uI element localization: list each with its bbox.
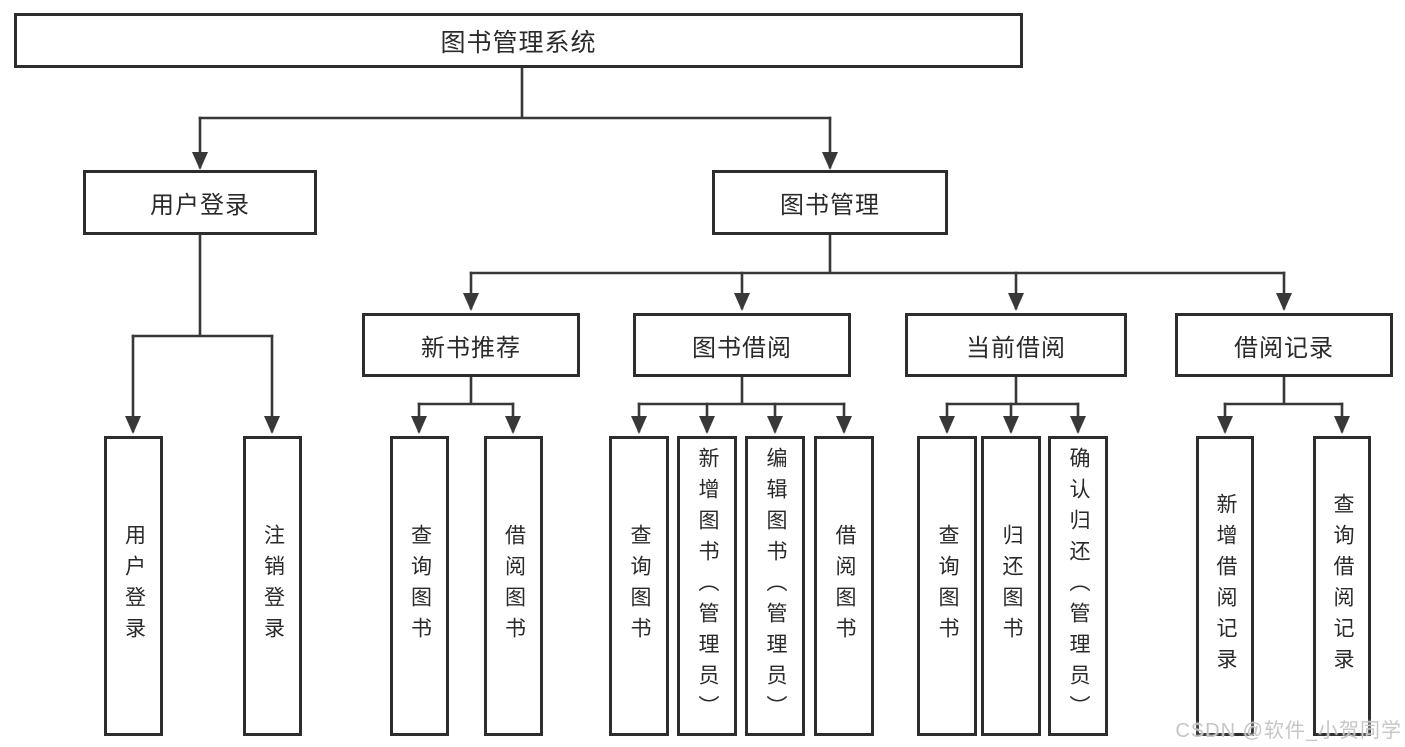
leaf-edit-books-admin: 编辑图书（管理员）	[745, 436, 805, 736]
leaf-query-books-borrow: 查询图书	[609, 436, 669, 736]
node-new-book-recommendation: 新书推荐	[362, 313, 580, 377]
node-label: 借阅图书	[502, 524, 526, 648]
node-label: 当前借阅	[966, 334, 1066, 362]
leaf-query-books-current: 查询图书	[917, 436, 977, 736]
leaf-add-books-admin: 新增图书（管理员）	[677, 436, 737, 736]
node-label: 查询图书	[936, 524, 960, 648]
node-label: 新增借阅记录	[1214, 493, 1238, 679]
node-label: 新书推荐	[421, 334, 521, 362]
node-label: 查询图书	[628, 524, 652, 648]
node-label: 借阅图书	[833, 524, 857, 648]
node-label: 图书管理系统	[440, 28, 597, 57]
leaf-logout: 注销登录	[243, 436, 302, 736]
node-label: 确认归还（管理员）	[1067, 446, 1091, 726]
node-label: 编辑图书（管理员）	[764, 446, 788, 726]
leaf-query-borrow-record: 查询借阅记录	[1313, 436, 1371, 736]
csdn-watermark: CSDN @软件_小贺同学	[1175, 720, 1402, 742]
node-user-login: 用户登录	[83, 170, 317, 235]
node-borrowing-records: 借阅记录	[1175, 313, 1393, 377]
node-label: 借阅记录	[1234, 334, 1334, 362]
node-label: 新增图书（管理员）	[696, 446, 720, 726]
node-label: 用户登录	[150, 192, 250, 219]
node-book-management: 图书管理	[712, 170, 948, 235]
node-label: 归还图书	[1000, 524, 1024, 648]
leaf-return-books: 归还图书	[981, 436, 1041, 736]
node-label: 图书管理	[780, 192, 880, 219]
leaf-borrow-books-recommend: 借阅图书	[484, 436, 543, 736]
node-library-management-system: 图书管理系统	[14, 13, 1023, 68]
leaf-confirm-return-admin: 确认归还（管理员）	[1048, 436, 1108, 736]
node-label: 查询图书	[408, 524, 432, 648]
leaf-query-books-recommend: 查询图书	[390, 436, 449, 736]
leaf-borrow-books: 借阅图书	[814, 436, 874, 736]
leaf-add-borrow-record: 新增借阅记录	[1196, 436, 1254, 736]
node-label: 查询借阅记录	[1331, 493, 1355, 679]
node-label: 注销登录	[261, 524, 285, 648]
node-label: 图书借阅	[692, 334, 792, 362]
node-book-borrowing: 图书借阅	[633, 313, 851, 377]
node-current-borrowing: 当前借阅	[905, 313, 1127, 377]
leaf-user-login: 用户登录	[104, 436, 163, 736]
node-label: 用户登录	[122, 524, 146, 648]
